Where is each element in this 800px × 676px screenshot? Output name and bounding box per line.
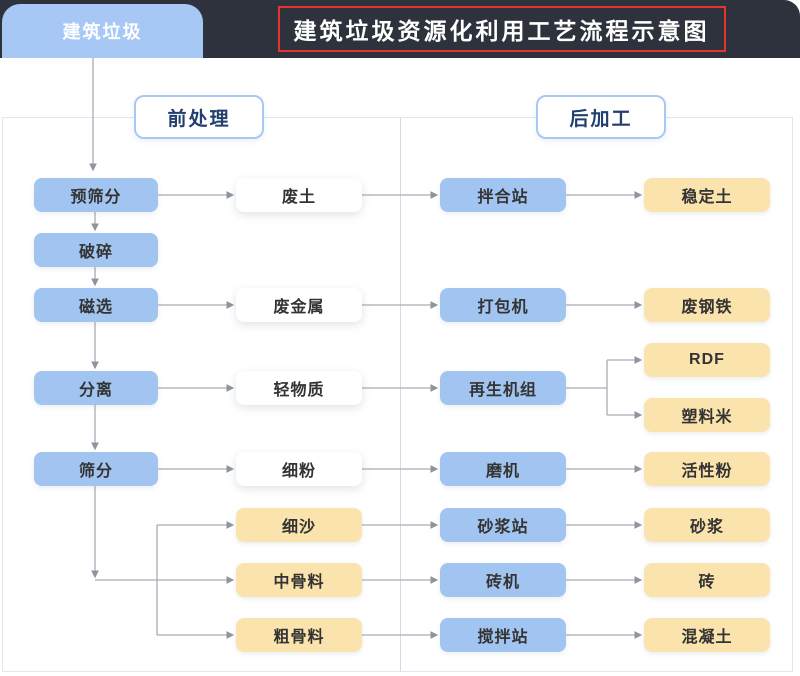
node-magnetic-separation: 磁选 <box>34 288 158 322</box>
source-tab-construction-waste: 建筑垃圾 <box>2 4 203 58</box>
node-fine-sand: 细沙 <box>236 508 362 542</box>
node-waste-soil: 废土 <box>236 178 362 212</box>
node-active-powder: 活性粉 <box>644 452 770 486</box>
node-plastic-pellets: 塑料米 <box>644 398 770 432</box>
node-crushing: 破碎 <box>34 233 158 267</box>
title-area: 建筑垃圾资源化利用工艺流程示意图 <box>203 0 800 58</box>
node-screening: 筛分 <box>34 452 158 486</box>
page-title: 建筑垃圾资源化利用工艺流程示意图 <box>277 6 726 52</box>
section-pre-processing: 前处理 <box>134 95 264 139</box>
node-baler: 打包机 <box>440 288 566 322</box>
node-regeneration-unit: 再生机组 <box>440 371 566 405</box>
column-divider <box>400 118 401 671</box>
node-concrete: 混凝土 <box>644 618 770 652</box>
node-brick-machine: 砖机 <box>440 563 566 597</box>
node-stirring-plant: 搅拌站 <box>440 618 566 652</box>
node-mixing-plant: 拌合站 <box>440 178 566 212</box>
node-waste-metal: 废金属 <box>236 288 362 322</box>
node-rdf: RDF <box>644 343 770 377</box>
node-mortar-plant: 砂浆站 <box>440 508 566 542</box>
node-separation: 分离 <box>34 371 158 405</box>
node-mill: 磨机 <box>440 452 566 486</box>
node-brick: 砖 <box>644 563 770 597</box>
node-coarse-aggregate: 粗骨料 <box>236 618 362 652</box>
node-medium-aggregate: 中骨料 <box>236 563 362 597</box>
node-fine-powder: 细粉 <box>236 452 362 486</box>
node-light-material: 轻物质 <box>236 371 362 405</box>
node-pre-screening: 预筛分 <box>34 178 158 212</box>
node-scrap-steel: 废钢铁 <box>644 288 770 322</box>
source-tab-label: 建筑垃圾 <box>62 22 143 42</box>
diagram-panel <box>2 117 793 672</box>
section-post-processing: 后加工 <box>536 95 666 139</box>
node-mortar: 砂浆 <box>644 508 770 542</box>
node-stabilized-soil: 稳定土 <box>644 178 770 212</box>
